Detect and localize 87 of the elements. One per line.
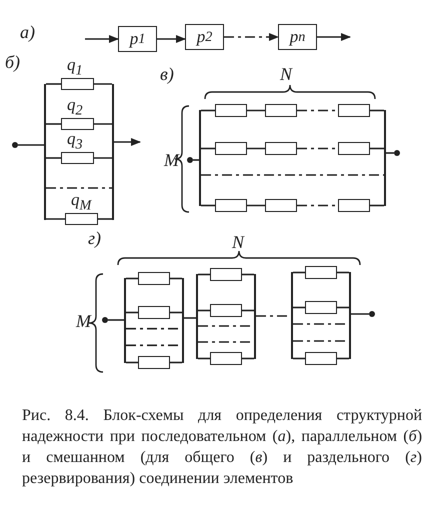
connector	[108, 319, 124, 321]
element-label: q$_{3}$	[67, 130, 83, 154]
connector	[337, 272, 349, 274]
element-box	[138, 306, 170, 319]
element-box	[338, 199, 370, 212]
element-box	[265, 104, 297, 117]
arrow	[114, 138, 141, 146]
connector	[370, 148, 384, 150]
connector	[46, 123, 61, 125]
element-box	[265, 142, 297, 155]
connector	[184, 317, 196, 319]
dimension-label: M	[164, 150, 179, 170]
panel-label: а)	[20, 22, 35, 42]
panel-label: в)	[160, 64, 174, 84]
dimension-label: N	[232, 232, 244, 252]
connector	[170, 362, 182, 364]
arrow	[224, 33, 279, 41]
arrow	[85, 35, 119, 43]
panel-label: г)	[88, 228, 102, 248]
dimension-label: M	[76, 311, 91, 331]
element-box	[215, 199, 247, 212]
terminal-dot	[394, 150, 400, 156]
connector	[247, 204, 265, 206]
connector	[293, 358, 305, 360]
connector	[201, 110, 215, 112]
element-label: q$_{M}$	[71, 191, 92, 214]
connector	[351, 313, 369, 315]
connector	[337, 306, 349, 308]
connector	[126, 362, 138, 364]
arrow	[157, 35, 186, 43]
connector	[126, 312, 138, 314]
terminal-dot	[102, 317, 108, 323]
connector	[170, 312, 182, 314]
terminal-dot	[369, 311, 375, 317]
panel-label: б)	[5, 52, 20, 72]
connector	[242, 274, 254, 276]
element-box	[210, 268, 242, 281]
terminal-dot	[12, 142, 18, 148]
element-box	[138, 272, 170, 285]
connector	[297, 204, 338, 206]
connector	[198, 274, 210, 276]
connector	[247, 148, 265, 150]
element-box	[338, 142, 370, 155]
connector	[337, 358, 349, 360]
connector	[94, 123, 112, 125]
connector	[293, 272, 305, 274]
connector	[293, 306, 305, 308]
figure-caption: Рис. 8.4. Блок-схемы для определения структурной надежности при последовательном (а), параллельном (б) и смешанном (для общего (в) и раздельного (г) резервирования) соединении элементов	[22, 406, 422, 489]
connector	[46, 187, 112, 189]
element-box	[265, 199, 297, 212]
connector	[201, 148, 215, 150]
element-label: q$_{1}$	[67, 56, 83, 80]
connector	[242, 310, 254, 312]
element-box	[338, 104, 370, 117]
element-label: q$_{2}$	[67, 96, 83, 120]
element-box	[305, 266, 337, 279]
terminal-dot	[187, 157, 193, 163]
connector	[247, 110, 265, 112]
connector	[18, 144, 44, 146]
connector	[386, 152, 394, 154]
connector	[94, 157, 112, 159]
element-box	[215, 142, 247, 155]
connector	[170, 278, 182, 280]
connector	[94, 83, 112, 85]
connector	[46, 218, 65, 220]
connector	[201, 174, 384, 176]
element-box	[305, 301, 337, 314]
connector	[370, 110, 384, 112]
connector	[370, 204, 384, 206]
arrow	[317, 33, 351, 41]
connector	[242, 358, 254, 360]
connector	[297, 110, 338, 112]
connector	[201, 204, 215, 206]
element-box	[210, 352, 242, 365]
element-box	[210, 304, 242, 317]
element-box	[305, 352, 337, 365]
connector	[198, 310, 210, 312]
element-box	[215, 104, 247, 117]
connector	[46, 157, 61, 159]
connector	[297, 148, 338, 150]
connector	[98, 218, 112, 220]
element-box	[138, 356, 170, 369]
connector	[198, 358, 210, 360]
dimension-label: N	[280, 64, 292, 84]
connector	[193, 159, 199, 161]
connector	[46, 83, 61, 85]
connector	[126, 278, 138, 280]
